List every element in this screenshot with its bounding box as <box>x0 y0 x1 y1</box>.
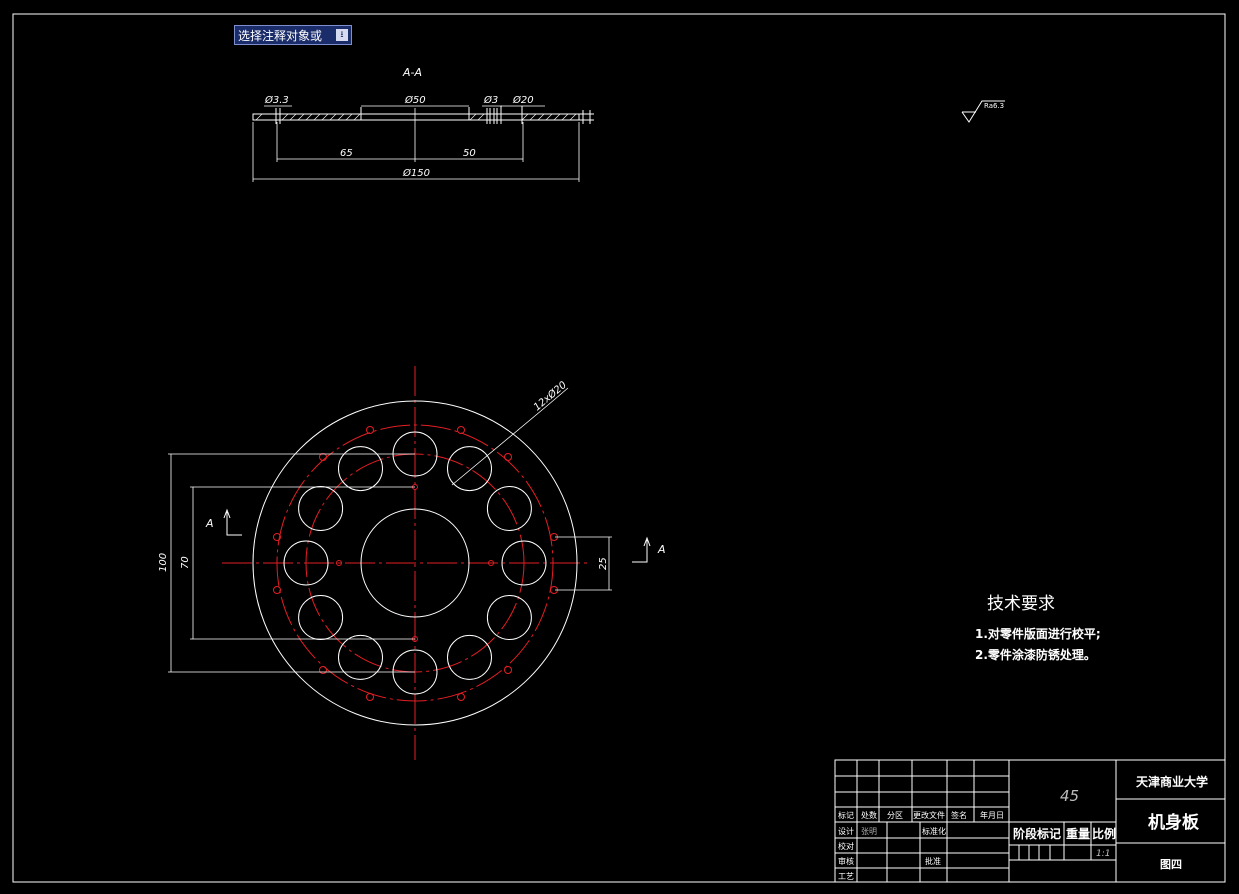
designer: 张明 <box>861 827 877 836</box>
dim-100: 100 <box>158 553 169 572</box>
r-design: 设计 <box>838 826 854 836</box>
plan-left-dims <box>168 453 415 673</box>
h-count: 处数 <box>861 810 877 820</box>
hole <box>501 540 547 586</box>
section-mark-left: A <box>205 517 214 530</box>
hole <box>298 595 344 640</box>
bolt-circle-outer <box>276 424 554 702</box>
section-view[interactable]: A-A <box>252 66 594 182</box>
dim-50: 50 <box>463 148 476 159</box>
section-holes <box>275 106 594 124</box>
section-mark-right: A <box>657 543 666 556</box>
material: 45 <box>1060 787 1079 805</box>
h-sign: 签名 <box>951 810 967 820</box>
tech-line-1: 1.对零件版面进行校平; <box>975 626 1101 641</box>
tech-title: 技术要求 <box>987 594 1055 614</box>
h-doc: 更改文件 <box>913 810 945 820</box>
hole <box>338 634 383 680</box>
hole <box>298 486 344 531</box>
r-check: 校对 <box>838 841 854 851</box>
roughness-symbol[interactable]: Ra6.3 <box>961 100 1005 123</box>
section-title: A-A <box>402 66 422 79</box>
r-craft: 工艺 <box>838 872 854 881</box>
weight-label: 重量 <box>1066 826 1090 841</box>
dim-d20: Ø20 <box>512 94 534 106</box>
tech-line-2: 2.零件涂漆防锈处理。 <box>975 647 1096 662</box>
dim-d150: Ø150 <box>402 167 430 179</box>
section-hatch <box>255 113 577 121</box>
std: 标准化 <box>922 826 946 836</box>
h-mark: 标记 <box>838 810 854 820</box>
holes-leader <box>451 387 569 486</box>
prompt-text: 选择注释对象或 <box>238 29 323 43</box>
section-marker-left <box>223 508 242 536</box>
stage-mark-label: 阶段标记 <box>1013 826 1061 841</box>
plate-outline <box>252 400 578 726</box>
plate-section <box>252 113 580 121</box>
dim-d3: Ø3 <box>483 94 498 106</box>
dim-70: 70 <box>180 556 191 569</box>
holes-note: 12xØ20 <box>531 379 569 413</box>
title-block[interactable]: 标记 处数 分区 更改文件 签名 年月日 设计 张明 标准化 校对 审核 批准 … <box>834 759 1226 883</box>
center-hole <box>360 508 470 618</box>
ratio-label: 比例 <box>1092 826 1116 841</box>
approve: 批准 <box>925 856 941 866</box>
section-marker-right <box>632 536 651 563</box>
dim-25: 25 <box>598 557 609 570</box>
drawing-frame <box>12 13 1226 883</box>
annotation-prompt[interactable]: 选择注释对象或 ⭳ <box>234 25 352 45</box>
scale-value: 1:1 <box>1096 849 1110 859</box>
hole <box>486 595 532 640</box>
section-lower-dims <box>252 108 580 182</box>
hole <box>447 446 492 492</box>
r-review: 审核 <box>838 856 854 866</box>
tech-requirements[interactable]: 技术要求 1.对零件版面进行校平; 2.零件涂漆防锈处理。 <box>975 594 1101 662</box>
title-block-grid <box>834 759 1226 883</box>
plan-view[interactable]: 12xØ20 100 70 25 A A <box>158 366 666 760</box>
hole <box>447 634 492 680</box>
download-arrow-icon[interactable]: ⭳ <box>336 29 348 41</box>
hole <box>486 486 532 531</box>
university: 天津商业大学 <box>1136 774 1208 789</box>
hole <box>283 540 329 586</box>
roughness-value: Ra6.3 <box>984 102 1004 110</box>
revision-headers: 标记 处数 分区 更改文件 签名 年月日 设计 张明 标准化 校对 审核 批准 … <box>838 810 1004 881</box>
dim-d3-3: Ø3.3 <box>264 94 289 106</box>
dim-d50: Ø50 <box>404 94 426 106</box>
dim-65: 65 <box>340 148 353 159</box>
h-zone: 分区 <box>887 811 903 820</box>
hole <box>338 446 383 492</box>
part-name: 机身板 <box>1148 812 1200 833</box>
plan-right-dims <box>555 536 612 591</box>
drawing-no: 图四 <box>1160 858 1182 871</box>
h-date: 年月日 <box>980 810 1004 820</box>
